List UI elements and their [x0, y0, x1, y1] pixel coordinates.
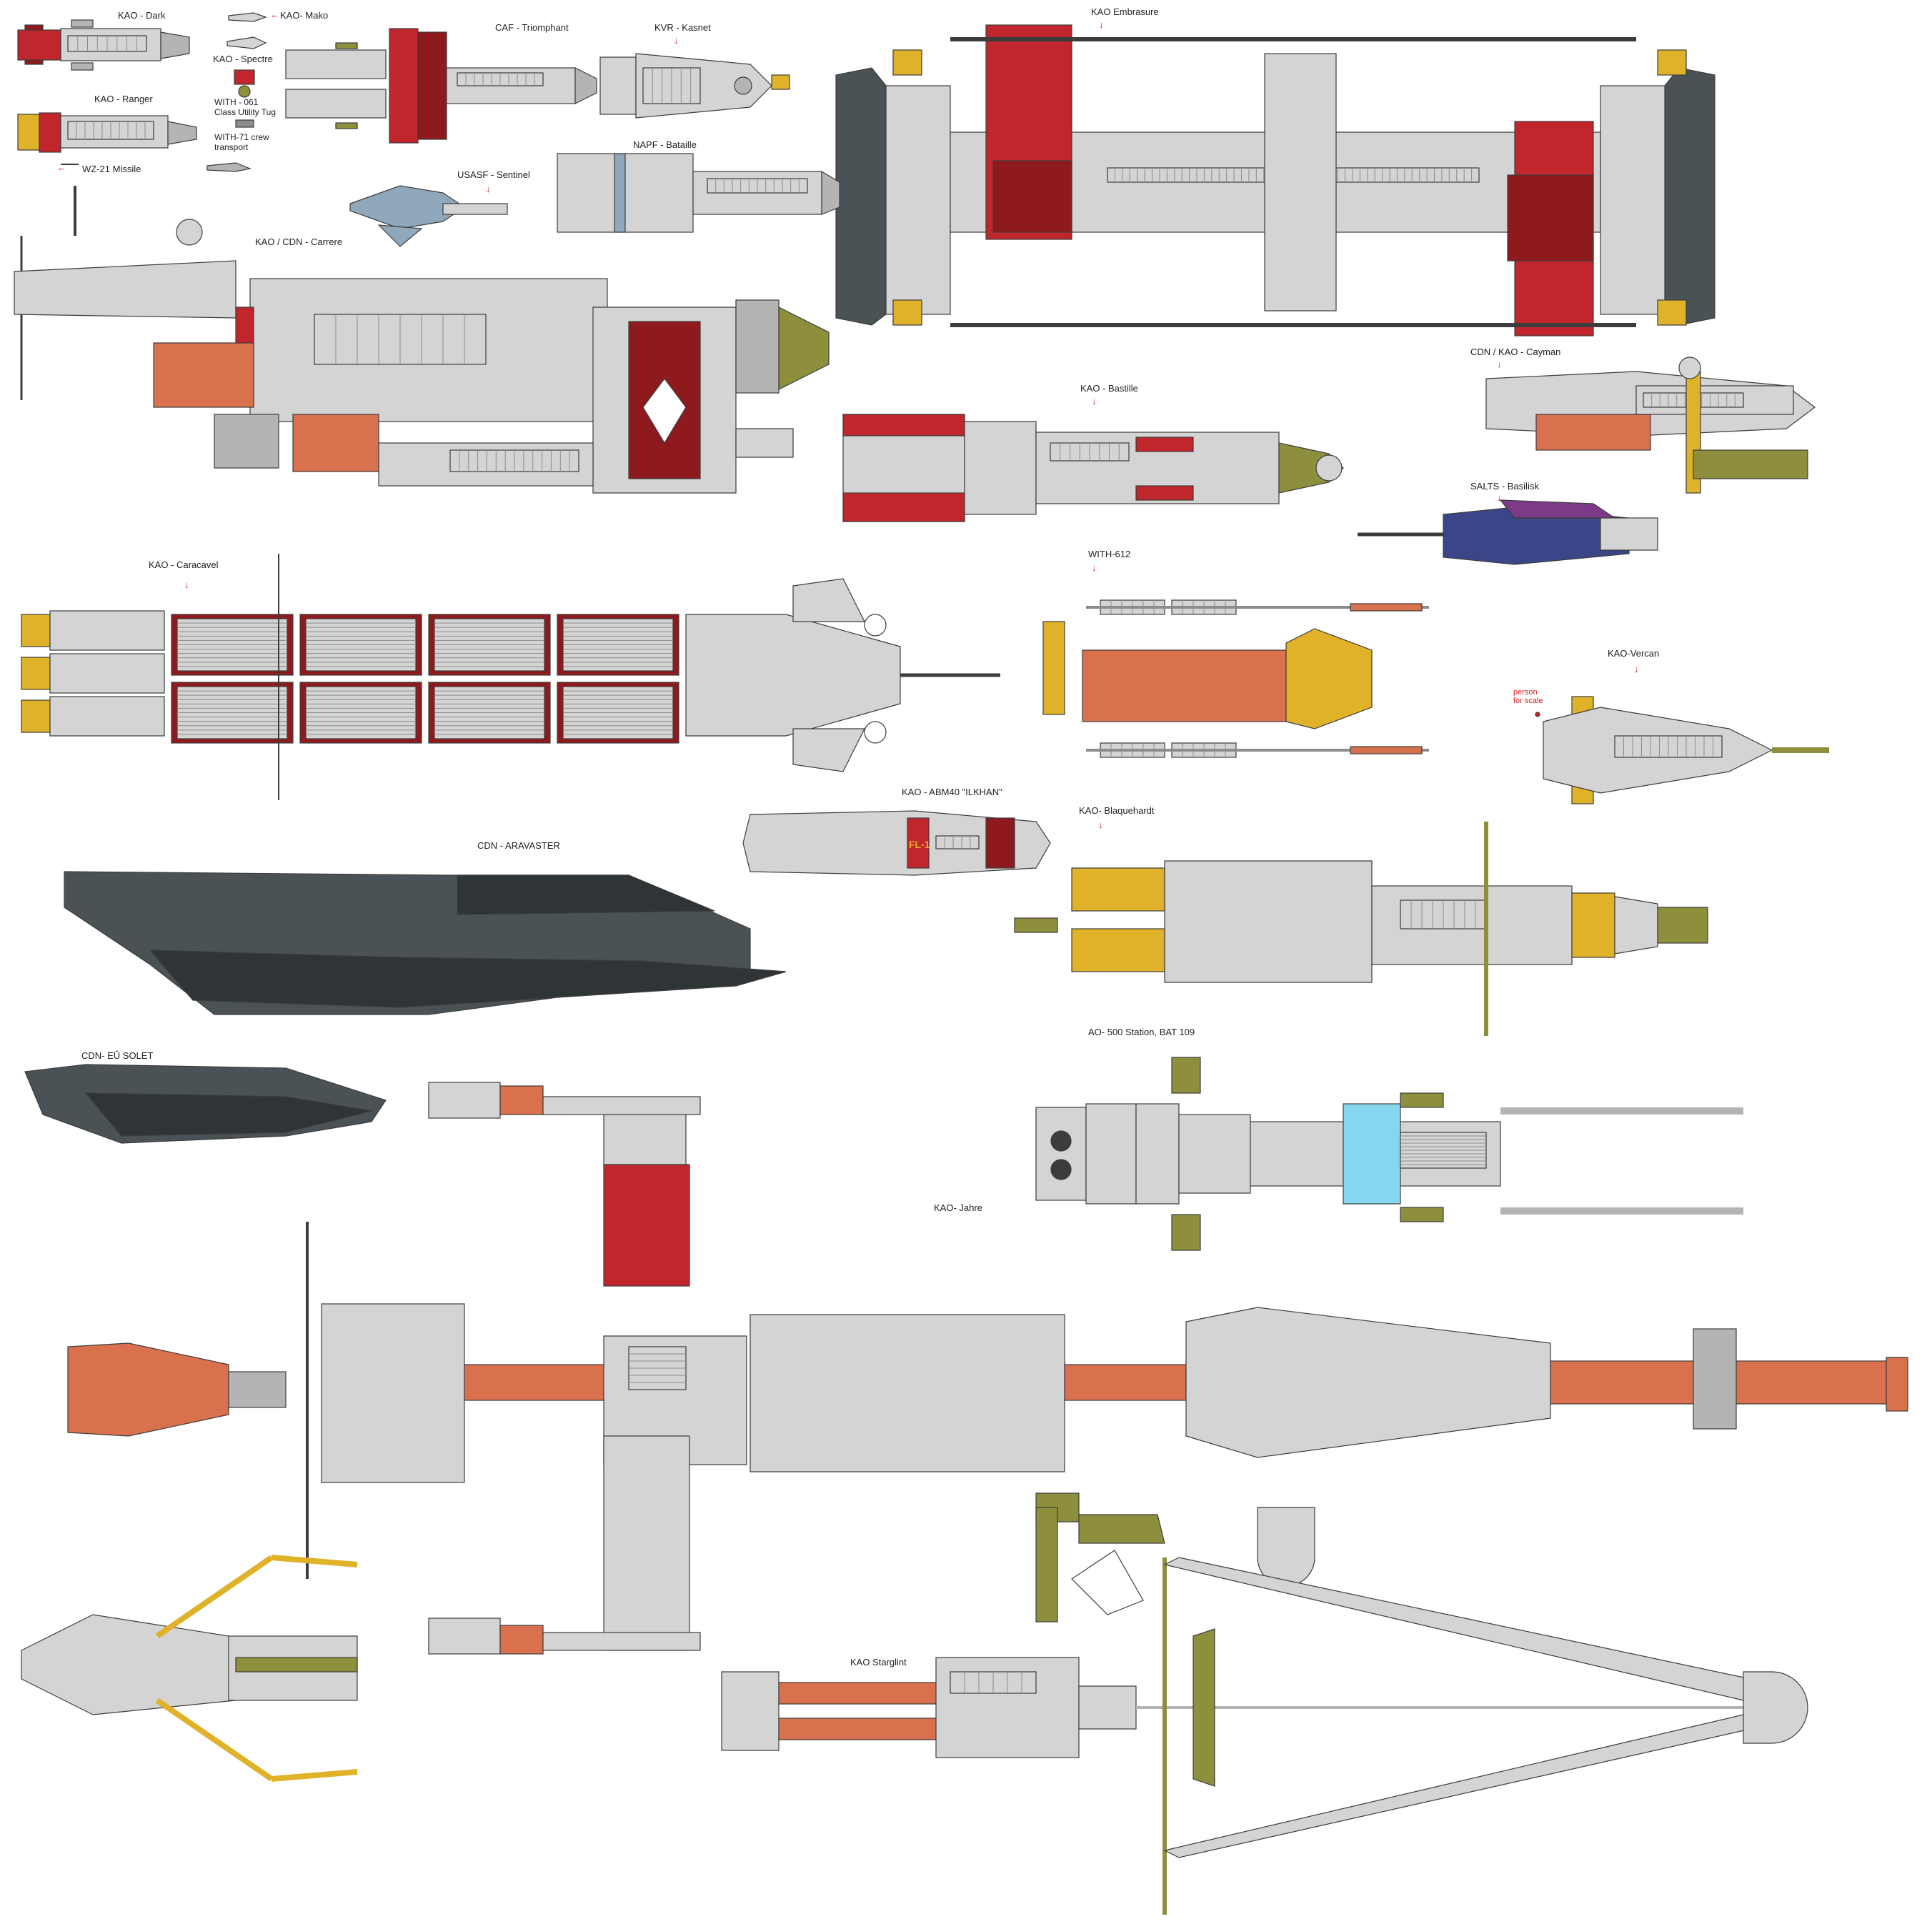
ship-kao-spectre: [226, 36, 267, 49]
label-kao-dark: KAO - Dark: [118, 10, 166, 21]
ship-salts-basilisk: [1358, 499, 1658, 565]
label-carrere: KAO / CDN - Carrere: [255, 236, 343, 247]
label-usasf-sentinel: USASF - Sentinel: [457, 169, 530, 180]
ship-kao-dark: [17, 19, 190, 71]
ship-napf-bataille: [557, 153, 840, 233]
arrow-blaquehardt: ↓: [1098, 819, 1103, 830]
arrow-sentinel: ↓: [486, 184, 491, 194]
ship-kao-bastille: [842, 414, 1344, 522]
ship-caf-triomphant: [285, 28, 597, 144]
arrow-embrasure: ↓: [1099, 19, 1104, 30]
label-blaquehardt: KAO- Blaquehardt: [1079, 805, 1155, 816]
ship-cdn-solet: [24, 1064, 387, 1144]
arrow-kasnet: ↓: [674, 35, 679, 46]
arrow-with612: ↓: [1092, 562, 1097, 573]
label-salts-basilisk: SALTS - Basilisk: [1470, 481, 1539, 492]
ship-kao-ranger: [17, 112, 197, 165]
label-caf-triomphant: CAF - Triomphant: [495, 22, 569, 33]
ship-kvr-kasnet: [599, 53, 790, 119]
label-kao-caracavel: KAO - Caracavel: [149, 559, 219, 570]
label-cayman: CDN / KAO - Cayman: [1470, 347, 1561, 357]
ship-kao-mako: [228, 12, 267, 22]
fl1-marking: FL-1: [909, 839, 930, 850]
label-kao-ranger: KAO - Ranger: [94, 94, 153, 104]
arrow-basilisk: ↓: [1497, 492, 1502, 503]
label-kao-jahre: KAO- Jahre: [934, 1202, 982, 1213]
ship-kao-starglint: [721, 1557, 1808, 1915]
label-kao-vercan: KAO-Vercan: [1608, 648, 1660, 659]
ship-gold-arm-craft: [21, 1555, 358, 1782]
label-with71-2: transport: [214, 142, 249, 152]
label-kao-spectre: KAO - Spectre: [213, 54, 273, 64]
ship-cayman: [1485, 357, 1816, 494]
label-solet: CDN- EÛ SOLET: [81, 1050, 154, 1061]
label-with061-1: WITH - 061: [214, 97, 259, 107]
arrow-mako: ←: [270, 9, 279, 20]
ship-kao-blaquehardt: [1014, 822, 1708, 1036]
ship-kao-jahre: [67, 1082, 1908, 1655]
label-person-2: for scale: [1513, 697, 1543, 705]
ship-kao-vercan: [1535, 696, 1829, 804]
label-with061-2: Class Utility Tug: [214, 107, 277, 117]
label-kao-embrasure: KAO Embrasure: [1091, 6, 1159, 17]
label-station: AO- 500 Station, BAT 109: [1088, 1027, 1195, 1037]
label-kao-mako: KAO- Mako: [280, 10, 329, 21]
ship-kao-caracavel: [21, 554, 1000, 800]
label-wz21: WZ-21 Missile: [82, 164, 141, 174]
label-napf-bataille: NAPF - Bataille: [633, 139, 697, 150]
ship-station-bat109: [1035, 1057, 1743, 1251]
label-with71-1: WITH-71 crew: [214, 132, 269, 142]
label-aravaster: CDN - ARAVASTER: [477, 840, 560, 851]
ship-carrere: [14, 186, 830, 494]
ship-usasf-sentinel: [349, 185, 508, 247]
arrow-vercan: ↓: [1634, 664, 1639, 674]
ship-kao-embrasure: [835, 24, 1716, 337]
label-kvr-kasnet: KVR - Kasnet: [654, 22, 711, 33]
ship-with612: [1042, 599, 1429, 758]
arrow-bastille: ↓: [1092, 396, 1097, 407]
arrow-wz21: ←: [57, 162, 66, 173]
label-kao-bastille: KAO - Bastille: [1080, 383, 1138, 394]
label-ilkhan: KAO - ABM40 "ILKHAN": [902, 787, 1002, 797]
label-kao-starglint: KAO Starglint: [850, 1657, 907, 1668]
ship-with061-tug: [234, 69, 255, 98]
ship-with71-transport: [206, 119, 254, 172]
arrow-cayman: ↓: [1497, 359, 1502, 369]
ship-cdn-aravaster: [64, 871, 787, 1015]
label-with612: WITH-612: [1088, 549, 1131, 559]
ship-ilkhan: FL-1: [742, 810, 1051, 876]
label-person-1: person: [1513, 688, 1538, 697]
arrow-caracavel: ↓: [184, 579, 189, 590]
